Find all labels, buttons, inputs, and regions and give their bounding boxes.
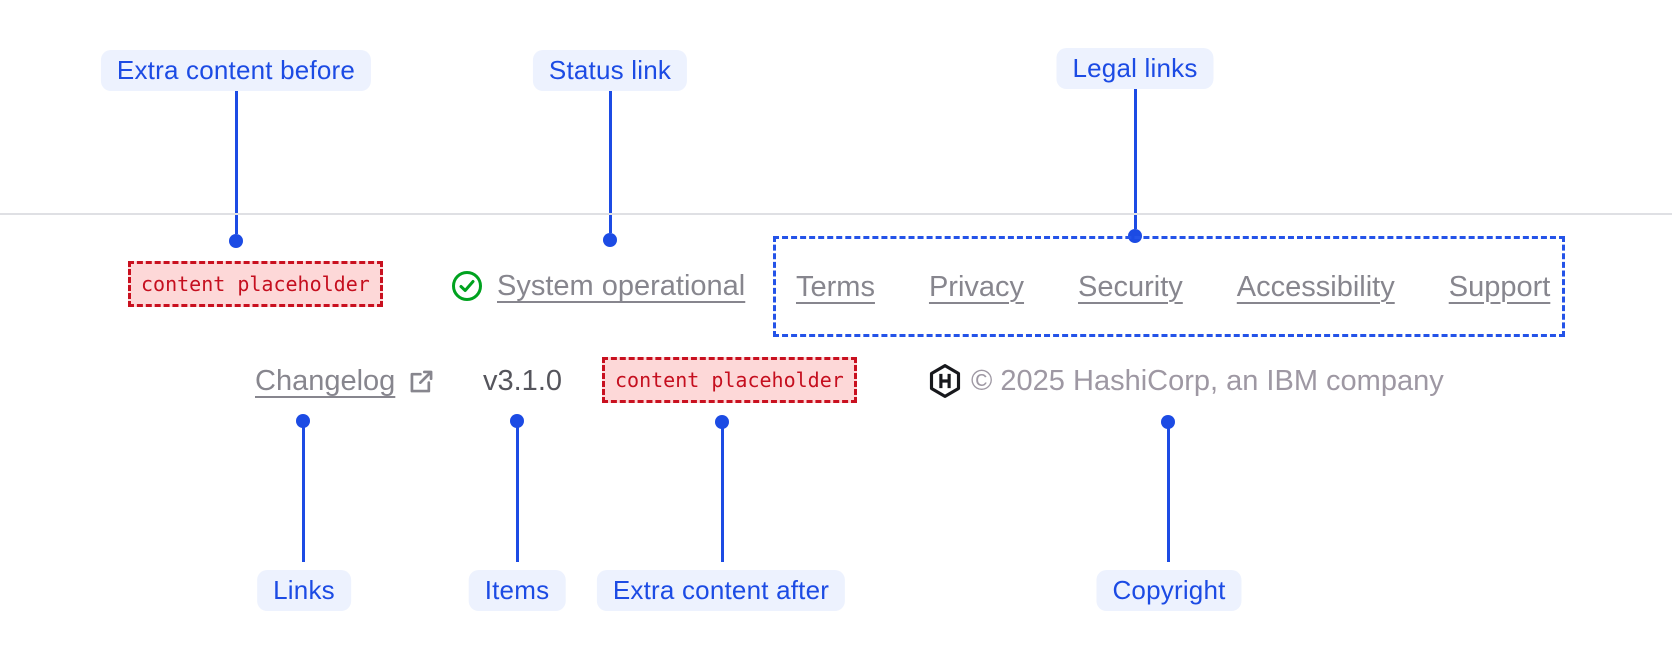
connector-line-legal-links — [1133, 89, 1137, 229]
hashicorp-logo-icon — [927, 363, 963, 399]
footer-top-divider — [0, 213, 1672, 215]
annotation-links: Links — [257, 570, 351, 611]
legal-link-terms[interactable]: Terms — [796, 270, 875, 303]
legal-link-accessibility[interactable]: Accessibility — [1236, 270, 1395, 303]
external-link-icon — [408, 368, 435, 395]
annotation-copyright: Copyright — [1096, 570, 1242, 611]
changelog-link[interactable]: Changelog — [255, 363, 435, 399]
changelog-link-label[interactable]: Changelog — [255, 365, 396, 397]
connector-line-extra-content-after — [720, 422, 724, 562]
extra-content-before-placeholder: content placeholder — [128, 261, 383, 307]
connector-dot-extra-content-before — [229, 234, 243, 248]
check-circle-icon — [451, 270, 483, 302]
connector-line-status-link — [608, 91, 612, 233]
status-link-label[interactable]: System operational — [497, 270, 746, 302]
annotation-extra-content-after: Extra content after — [596, 570, 846, 611]
annotation-status-link: Status link — [532, 50, 688, 91]
annotation-items: Items — [468, 570, 566, 611]
extra-content-after-placeholder: content placeholder — [602, 357, 857, 403]
connector-line-extra-content-before — [234, 91, 238, 234]
copyright-text: © 2025 HashiCorp, an IBM company — [971, 365, 1444, 397]
legal-link-privacy[interactable]: Privacy — [928, 270, 1025, 303]
annotation-legal-links: Legal links — [1056, 48, 1214, 89]
status-link[interactable]: System operational — [451, 268, 745, 304]
connector-line-links — [301, 421, 305, 562]
annotation-extra-content-before: Extra content before — [100, 50, 372, 91]
legal-link-security[interactable]: Security — [1078, 270, 1183, 303]
legal-links-region: Terms Privacy Security Accessibility Sup… — [773, 236, 1565, 337]
legal-link-support[interactable]: Support — [1448, 270, 1551, 303]
connector-dot-status-link — [603, 233, 617, 247]
connector-line-copyright — [1166, 422, 1170, 562]
version-item: v3.1.0 — [483, 365, 562, 397]
connector-line-items — [515, 421, 519, 562]
